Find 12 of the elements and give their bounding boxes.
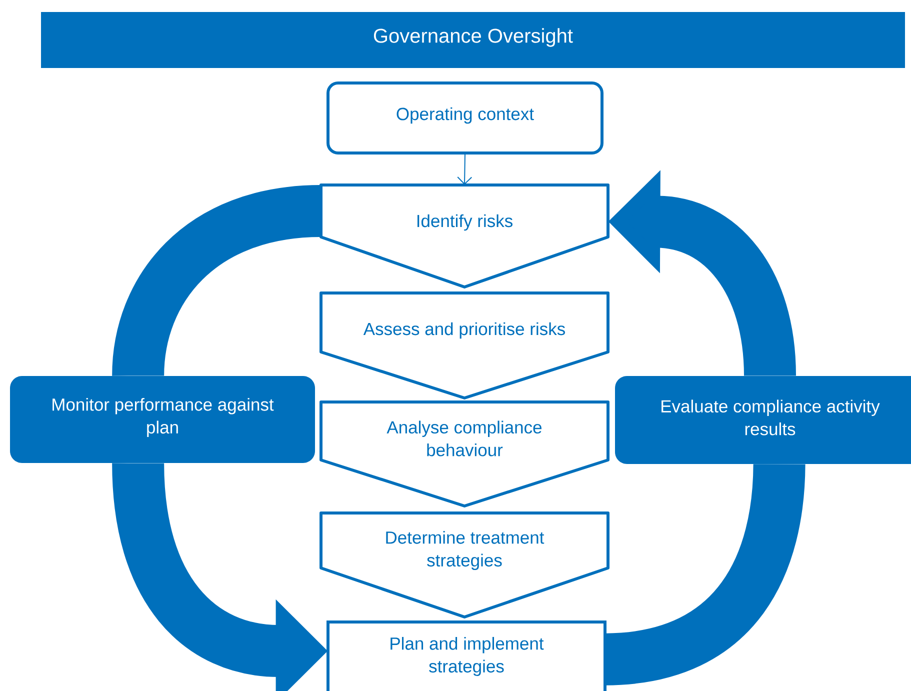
chevron-step: Assess and prioritise risks: [320, 292, 610, 400]
cycle-box: Monitor performance against plan: [10, 376, 315, 463]
chevron-step: Determine treatment strategies: [320, 512, 610, 618]
process-box: Plan and implement strategies: [326, 620, 606, 691]
chevron-step: Analyse compliance behaviour: [320, 400, 610, 508]
header-band: Governance Oversight: [41, 12, 905, 68]
process-box: Operating context: [326, 82, 604, 154]
chevron-step: Identify risks: [320, 184, 610, 288]
cycle-box: Evaluate compliance activity results: [615, 376, 911, 464]
cycle-band: [112, 185, 322, 378]
cycle-band: [604, 463, 806, 686]
arrow: [457, 152, 472, 185]
